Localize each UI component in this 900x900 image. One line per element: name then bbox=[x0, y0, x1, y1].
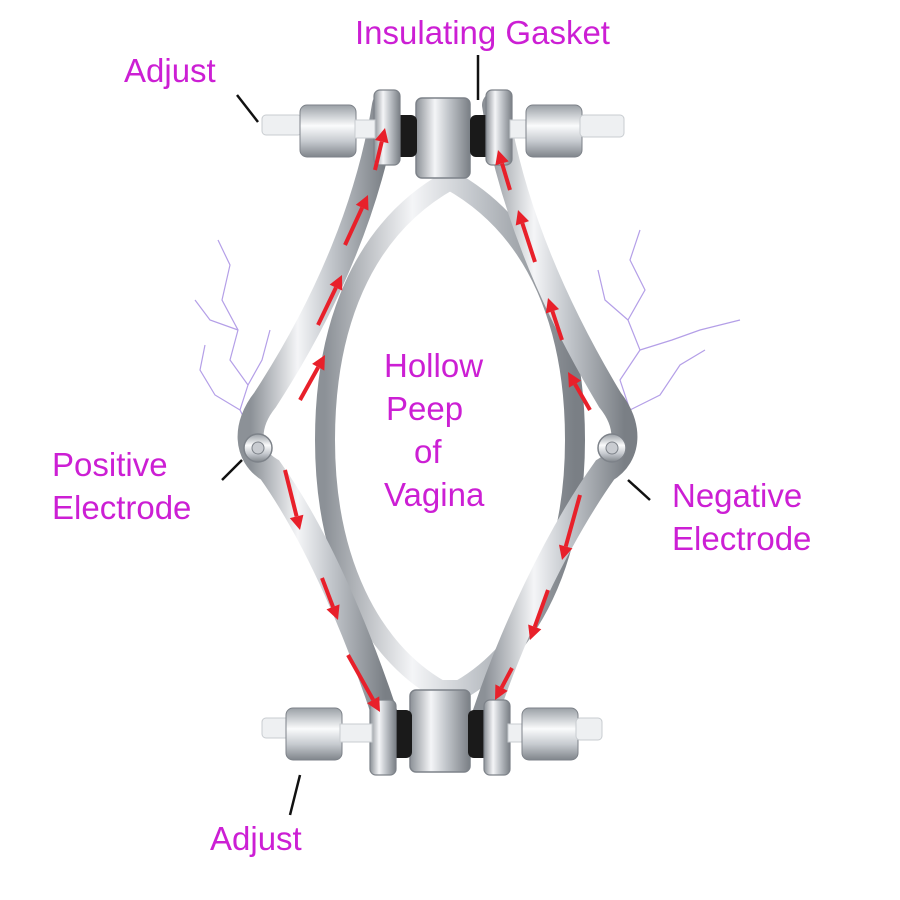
label-hollow-line2: Peep bbox=[386, 389, 464, 427]
current-arrow-shaft bbox=[283, 469, 299, 517]
current-arrow-shaft bbox=[532, 589, 550, 628]
label-hollow-line3: of bbox=[414, 432, 442, 470]
current-arrow-shaft bbox=[346, 654, 375, 701]
label-negative-electrode: Negative Electrode bbox=[672, 475, 811, 561]
spark-left-icon bbox=[194, 239, 271, 441]
current-arrow-shaft bbox=[520, 222, 537, 263]
current-arrow-icon bbox=[558, 544, 573, 560]
current-arrow-icon bbox=[312, 355, 325, 371]
label-negative-line2: Electrode bbox=[672, 519, 812, 557]
electrode-negative-icon bbox=[597, 433, 627, 463]
adjust-screw-top-right-icon bbox=[509, 104, 625, 158]
current-arrow-icon bbox=[374, 128, 389, 144]
bottom-center-block bbox=[409, 689, 471, 773]
adjust-screw-top-left-icon bbox=[261, 104, 376, 158]
label-adjust-top: Adjust bbox=[124, 52, 216, 89]
adjust-screw-bottom-left-icon bbox=[261, 707, 373, 761]
current-arrow-icon bbox=[568, 372, 582, 388]
current-arrow-icon bbox=[326, 604, 340, 620]
adjust-screw-bottom-right-icon bbox=[507, 707, 603, 761]
current-arrow-shaft bbox=[373, 141, 384, 171]
label-hollow-line4: Vagina bbox=[384, 475, 485, 513]
current-arrow-icon bbox=[528, 624, 542, 640]
current-arrow-icon bbox=[495, 150, 509, 166]
current-arrow-icon bbox=[289, 514, 304, 530]
label-adjust-bottom: Adjust bbox=[210, 820, 302, 857]
current-arrow-shaft bbox=[500, 162, 512, 191]
current-arrow-shaft bbox=[563, 494, 582, 548]
label-positive-line2: Electrode bbox=[52, 488, 192, 526]
label-hollow-line1: Hollow bbox=[384, 347, 484, 384]
label-insulating-gasket: Insulating Gasket bbox=[355, 14, 610, 51]
right-arm bbox=[472, 92, 638, 728]
electrode-positive-icon bbox=[243, 433, 273, 463]
current-arrow-shaft bbox=[550, 310, 564, 341]
current-arrow-icon bbox=[367, 696, 380, 712]
current-arrow-icon bbox=[329, 275, 343, 291]
current-arrows bbox=[283, 128, 592, 712]
leader-lines bbox=[221, 55, 651, 816]
label-positive-line1: Positive bbox=[52, 446, 168, 483]
current-arrow-icon bbox=[495, 684, 508, 700]
current-arrow-icon bbox=[545, 298, 560, 314]
current-arrow-icon bbox=[355, 195, 369, 211]
current-arrow-shaft bbox=[320, 577, 335, 608]
label-hollow-peep: Hollow Peep of Vagina bbox=[384, 345, 484, 517]
current-arrow-shaft bbox=[298, 366, 320, 401]
label-positive-electrode: Positive Electrode bbox=[52, 444, 191, 530]
current-arrow-icon bbox=[515, 210, 530, 226]
current-arrow-shaft bbox=[316, 286, 338, 326]
current-arrow-shaft bbox=[573, 383, 592, 412]
label-negative-line1: Negative bbox=[672, 477, 803, 514]
top-center-block bbox=[415, 97, 471, 179]
current-arrow-shaft bbox=[499, 667, 514, 689]
current-arrow-shaft bbox=[343, 206, 364, 246]
